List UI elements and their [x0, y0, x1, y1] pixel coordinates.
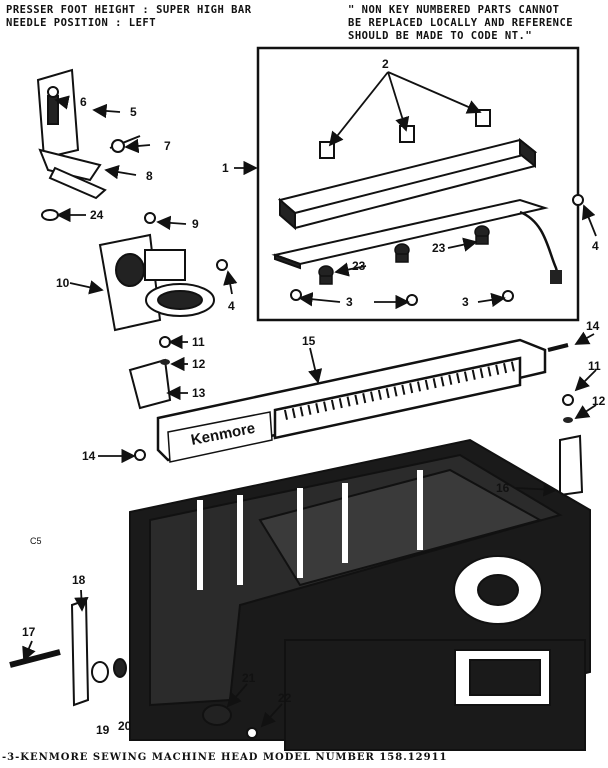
- top-panel-15: [156, 338, 547, 463]
- callout-16: 16: [496, 481, 510, 495]
- callout-18: 18: [72, 573, 86, 587]
- callout-4-right: 4: [592, 239, 599, 253]
- callout-23-left: 23: [352, 259, 366, 273]
- parts-note-line2: BE REPLACED LOCALLY AND REFERENCE: [348, 17, 574, 29]
- screw-11-right: [562, 394, 574, 406]
- parts-note-line1: " NON KEY NUMBERED PARTS CANNOT: [348, 4, 560, 16]
- callout-14-right: 14: [586, 319, 600, 333]
- callout-8: 8: [146, 169, 153, 183]
- lamp-bulbs: [318, 225, 490, 285]
- callout-23-right: 23: [432, 241, 446, 255]
- footer-model-caption: -3-KENMORE SEWING MACHINE HEAD MODEL NUM…: [2, 752, 448, 763]
- callout-11-left: 11: [192, 335, 205, 349]
- bracket-assembly-10: [98, 233, 215, 332]
- callout-5: 5: [130, 105, 137, 119]
- machine-head-casting: [129, 438, 591, 751]
- washer-12-left: [160, 359, 170, 365]
- callout-21: 21: [242, 671, 256, 685]
- presser-foot-note: PRESSER FOOT HEIGHT : SUPER HIGH BAR: [6, 4, 252, 16]
- callout-4-left: 4: [228, 299, 235, 313]
- assembly-1-box: [256, 46, 580, 322]
- callout-19: 19: [96, 723, 110, 737]
- callout-3-right: 3: [462, 295, 469, 309]
- side-code: C5: [30, 536, 42, 546]
- callout-12-left: 12: [192, 357, 206, 371]
- callout-22: 22: [278, 691, 292, 705]
- callout-12-right: 12: [592, 394, 606, 408]
- callout-6: 6: [80, 95, 87, 109]
- callout-3-mid: 3: [346, 295, 353, 309]
- lower-plate: [271, 198, 549, 270]
- screw-4-left: [216, 259, 228, 271]
- callout-15: 15: [302, 334, 316, 348]
- washer-24: [41, 209, 59, 221]
- screw-14-right: [547, 343, 569, 352]
- callout-20: 20: [118, 719, 132, 733]
- callout-1: 1: [222, 161, 229, 175]
- callout-numbers: 2 1 6 5 7 8 24 9 10 4 11 12 13 14 15 14 …: [22, 57, 606, 737]
- wire-lead: [519, 210, 562, 283]
- screw-9: [144, 212, 156, 224]
- callout-14-left: 14: [82, 449, 96, 463]
- callout-10: 10: [56, 276, 70, 290]
- callout-2: 2: [382, 57, 389, 71]
- callout-17: 17: [22, 625, 36, 639]
- header-notes-left: PRESSER FOOT HEIGHT : SUPER HIGH BAR NEE…: [6, 4, 252, 30]
- screw-14-left: [134, 449, 146, 461]
- callout-9: 9: [192, 217, 199, 231]
- callout-7: 7: [164, 139, 171, 153]
- upper-rail: [277, 137, 538, 231]
- callout-13: 13: [192, 386, 206, 400]
- clip-parts: [319, 109, 491, 159]
- wire-connector: [550, 270, 562, 284]
- bracket-16: [559, 434, 584, 497]
- screw-4-right: [572, 194, 584, 206]
- washer-12-right: [563, 417, 573, 423]
- bracket-13: [128, 358, 172, 410]
- needle-position-note: NEEDLE POSITION : LEFT: [6, 17, 157, 29]
- callout-24: 24: [90, 208, 104, 222]
- lower-left-parts: [9, 598, 258, 739]
- header-notes-right: " NON KEY NUMBERED PARTS CANNOT BE REPLA…: [348, 4, 573, 43]
- parts-5-to-8: [36, 68, 141, 200]
- leader-arrows: [22, 71, 597, 728]
- parts-note-line3: SHOULD BE MADE TO CODE NT.": [348, 30, 533, 42]
- screw-11-left: [159, 336, 171, 348]
- callout-11-right: 11: [588, 359, 601, 373]
